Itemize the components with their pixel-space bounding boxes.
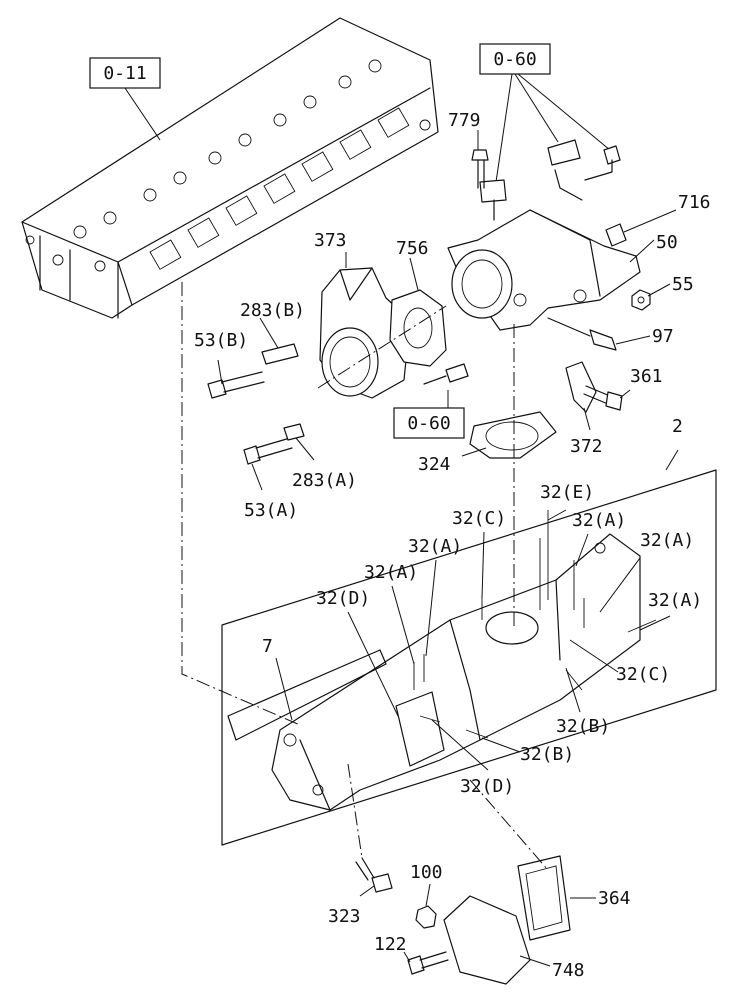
label-55: 55 [672, 274, 694, 295]
sensor-97 [547, 317, 617, 351]
sensor-temp [423, 363, 469, 385]
throttle-body-373 [319, 267, 411, 399]
label-283a: 283(A) [292, 470, 357, 491]
bolt-53a [243, 437, 293, 465]
svg-text:0-60: 0-60 [407, 413, 450, 434]
label-32a-5: 32(A) [364, 562, 418, 583]
label-32d-lower: 32(D) [460, 776, 514, 797]
label-32a-1: 32(A) [572, 510, 626, 531]
label-323: 323 [328, 906, 361, 927]
label-32a-3: 32(A) [648, 590, 702, 611]
gasket-324 [469, 411, 557, 459]
bracket-372 [565, 361, 597, 413]
bolt-361 [583, 385, 623, 411]
label-748: 748 [552, 960, 585, 981]
svg-text:0-11: 0-11 [103, 63, 146, 84]
label-50: 50 [656, 232, 678, 253]
label-53b: 53(B) [194, 330, 248, 351]
collar-283b [261, 343, 299, 365]
label-283b: 283(B) [240, 300, 305, 321]
label-324: 324 [418, 454, 451, 475]
label-53a: 53(A) [244, 500, 298, 521]
gasket-7 [227, 649, 387, 741]
manifold-frame [221, 469, 717, 846]
label-100: 100 [410, 862, 443, 883]
nut-100 [415, 905, 437, 929]
intake-manifold [271, 510, 657, 811]
label-7: 7 [262, 636, 273, 657]
svg-text:0-60: 0-60 [493, 49, 536, 70]
assembly-lines [181, 282, 549, 871]
ref-box-0-60-top: 0-60 [479, 43, 611, 183]
label-756: 756 [396, 238, 429, 259]
collar-283a [283, 423, 305, 441]
gasket-364 [517, 855, 571, 941]
label-32e: 32(E) [540, 482, 594, 503]
part-labels: 779 716 50 55 97 373 756 283(B) 53(B) 36… [194, 110, 711, 981]
label-32d-upper: 32(D) [316, 588, 370, 609]
bolt-323 [355, 857, 393, 893]
label-716: 716 [678, 192, 711, 213]
label-32b-1: 32(B) [556, 716, 610, 737]
label-32c-upper: 32(C) [452, 508, 506, 529]
label-32c-lower: 32(C) [616, 664, 670, 685]
label-364: 364 [598, 888, 631, 909]
bolt-122 [407, 951, 449, 975]
intake-elbow-50 [447, 209, 641, 331]
ref-box-0-60-mid: 0-60 [393, 390, 465, 439]
bolt-53b [207, 371, 265, 399]
label-373: 373 [314, 230, 347, 251]
ref-box-0-11: 0-11 [89, 57, 161, 141]
sensor-upper [479, 139, 621, 221]
label-32a-2: 32(A) [640, 530, 694, 551]
bolt-779 [471, 149, 489, 189]
label-32b-2: 32(B) [520, 744, 574, 765]
nut-55 [631, 289, 651, 311]
label-779: 779 [448, 110, 481, 131]
cover-748 [443, 895, 531, 985]
label-2: 2 [672, 416, 683, 437]
label-32a-4: 32(A) [408, 536, 462, 557]
gasket-756 [389, 289, 447, 367]
part-716 [605, 223, 627, 247]
label-122: 122 [374, 934, 407, 955]
leader-lines [217, 130, 679, 967]
label-372: 372 [570, 436, 603, 457]
label-361: 361 [630, 366, 663, 387]
cylinder-head [21, 17, 439, 319]
label-97: 97 [652, 326, 674, 347]
